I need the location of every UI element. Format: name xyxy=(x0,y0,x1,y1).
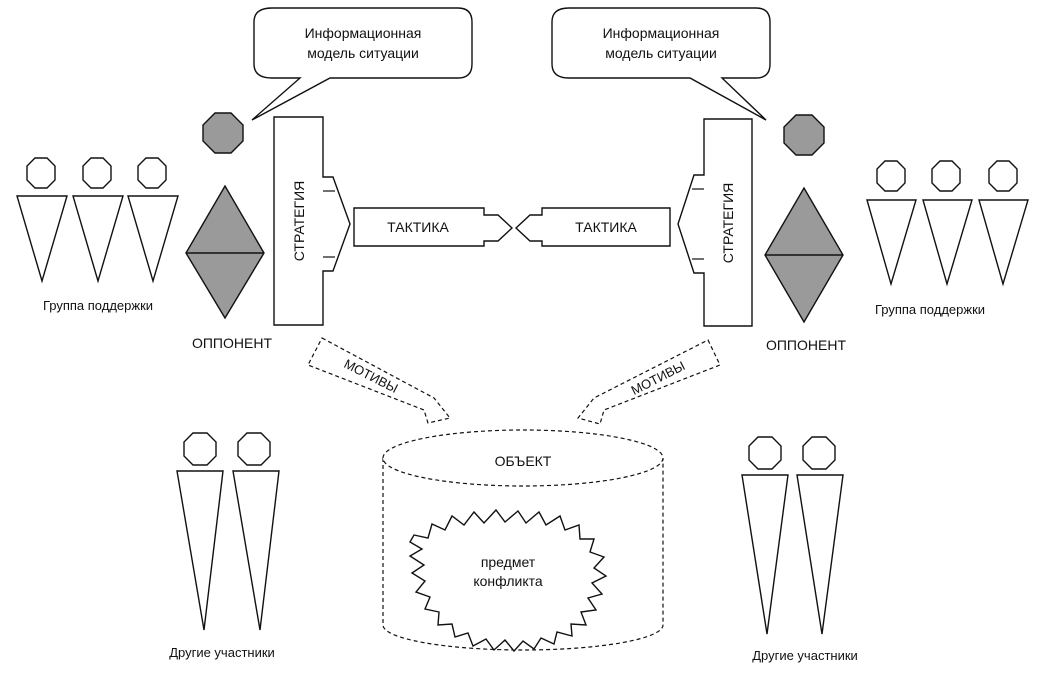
right-strategy-label: СТРАТЕГИЯ xyxy=(720,183,736,264)
right-other-person-1 xyxy=(741,436,789,635)
conflict-subject-burst: предмет конфликта xyxy=(408,508,608,653)
left-tactic-arrow: ТАКТИКА xyxy=(353,207,514,247)
left-bubble-line1: Информационная xyxy=(305,25,422,41)
right-opponent-figure: ОППОНЕНТ xyxy=(764,114,846,353)
left-opponent-label: ОППОНЕНТ xyxy=(192,335,272,351)
left-support-label: Группа поддержки xyxy=(43,298,153,313)
left-support-person-3 xyxy=(127,157,179,284)
left-tactic-label: ТАКТИКА xyxy=(387,219,449,235)
left-other-person-2 xyxy=(232,432,280,631)
object-label: ОБЪЕКТ xyxy=(495,453,552,469)
left-info-bubble: Информационная модель ситуации xyxy=(251,7,473,121)
right-tactic-label: ТАКТИКА xyxy=(575,219,637,235)
left-opponent-head xyxy=(202,112,244,154)
left-strategy-label: СТРАТЕГИЯ xyxy=(291,181,307,262)
left-other-person-1 xyxy=(176,432,224,631)
left-opponent-body xyxy=(185,184,265,320)
right-info-bubble: Информационная модель ситуации xyxy=(551,7,771,121)
right-tactic-arrow: ТАКТИКА xyxy=(514,207,671,247)
right-opponent-head xyxy=(783,114,825,156)
left-support-person-2 xyxy=(72,157,124,284)
right-strategy-block: СТРАТЕГИЯ xyxy=(677,118,753,327)
right-support-person-3 xyxy=(978,160,1029,287)
right-bubble-line2: модель ситуации xyxy=(605,45,717,61)
right-motives-arrow: МОТИВЫ xyxy=(576,339,721,425)
left-motives-arrow: МОТИВЫ xyxy=(307,337,452,424)
left-strategy-block: СТРАТЕГИЯ xyxy=(273,116,351,326)
left-opponent-figure: ОППОНЕНТ xyxy=(185,112,272,351)
left-others-label: Другие участники xyxy=(169,645,275,660)
left-bubble-line2: модель ситуации xyxy=(307,45,419,61)
subject-line1: предмет xyxy=(481,554,536,570)
left-support-person-1 xyxy=(16,157,68,284)
right-support-group: Группа поддержки xyxy=(866,160,1029,317)
right-support-label: Группа поддержки xyxy=(875,302,985,317)
right-bubble-line1: Информационная xyxy=(603,25,720,41)
right-others-label: Другие участники xyxy=(752,648,858,663)
right-support-person-1 xyxy=(866,160,917,287)
left-support-group: Группа поддержки xyxy=(16,157,179,313)
right-opponent-label: ОППОНЕНТ xyxy=(766,337,846,353)
right-other-person-2 xyxy=(796,436,844,635)
left-other-participants: Другие участники xyxy=(169,432,280,660)
right-other-participants: Другие участники xyxy=(741,436,858,663)
right-support-person-2 xyxy=(922,160,973,287)
subject-line2: конфликта xyxy=(473,573,543,589)
